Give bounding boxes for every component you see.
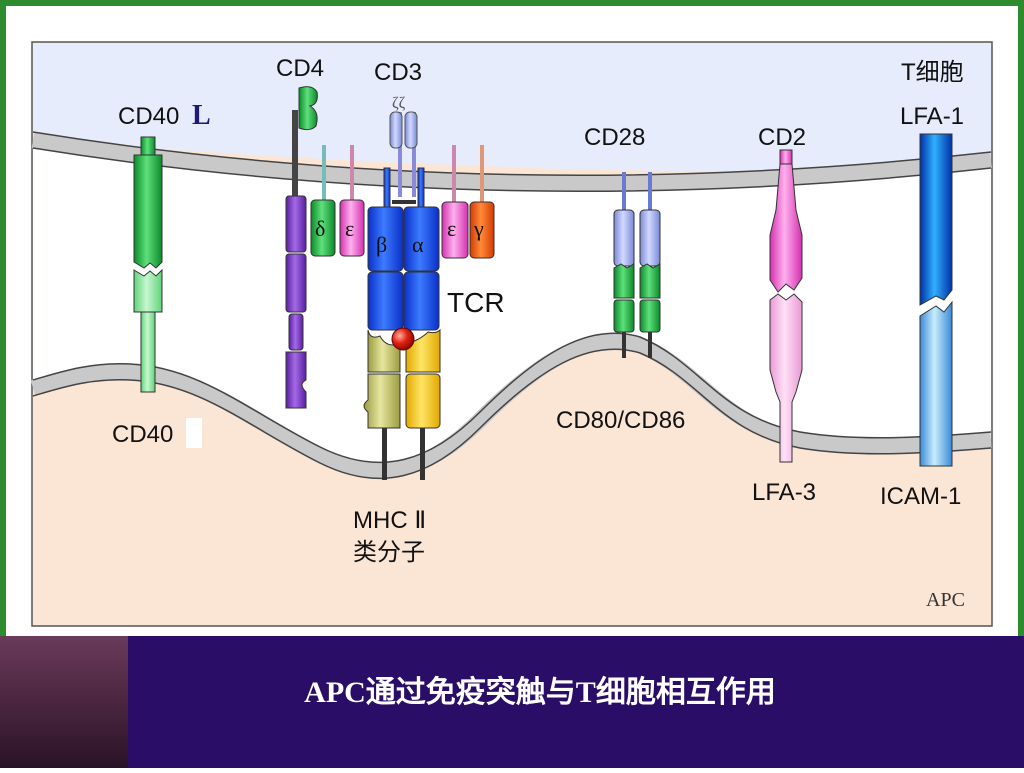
extracellular-space bbox=[33, 140, 991, 471]
t-cell-label: T细胞 bbox=[901, 59, 964, 86]
cd28-cd80-pair bbox=[613, 172, 661, 358]
banner bbox=[128, 636, 1024, 768]
apc-membrane bbox=[30, 332, 992, 480]
cd40l-cd40-pair bbox=[133, 136, 163, 393]
cd4-molecule bbox=[285, 86, 318, 409]
cd40-label: CD40 bbox=[112, 421, 173, 448]
apc-label: APC bbox=[926, 589, 965, 611]
lfa1-label: LFA-1 bbox=[900, 103, 964, 130]
cd80-cd86-label: CD80/CD86 bbox=[556, 407, 685, 434]
t-cell-membrane bbox=[31, 132, 992, 192]
cd3-label: CD3 bbox=[374, 59, 422, 86]
gamma-label: γ bbox=[473, 216, 484, 241]
cd2-label: CD2 bbox=[758, 124, 806, 151]
tcr-label: TCR bbox=[447, 287, 505, 318]
mhc-label-line2: 类分子 bbox=[353, 539, 425, 566]
epsilon-left-label: ε bbox=[345, 216, 354, 241]
cd3-epsilon-gamma-right bbox=[441, 145, 495, 259]
icam1-label: ICAM-1 bbox=[880, 483, 961, 510]
label-mask bbox=[186, 418, 202, 448]
t-cell-membrane-edge-bottom bbox=[32, 147, 992, 192]
cd4-label: CD4 bbox=[276, 55, 324, 82]
cd3-delta-epsilon-left bbox=[310, 145, 365, 257]
cd40l-suffix-label: L bbox=[192, 100, 211, 131]
epsilon-right-label: ε bbox=[447, 216, 456, 241]
banner-left-block bbox=[0, 636, 128, 768]
t-cell-membrane-edge-top bbox=[32, 131, 992, 176]
lfa3-label: LFA-3 bbox=[752, 479, 816, 506]
banner-title: APC通过免疫突触与T细胞相互作用 bbox=[304, 675, 776, 709]
beta-label: β bbox=[376, 232, 387, 257]
cd28-label: CD28 bbox=[584, 124, 645, 151]
alpha-label: α bbox=[412, 232, 424, 257]
mhc-class-ii bbox=[363, 327, 441, 480]
cd40l-label: CD40 bbox=[118, 103, 179, 130]
mhc-label-line1: MHC Ⅱ bbox=[353, 507, 426, 534]
cd2-lfa3-pair bbox=[769, 149, 803, 463]
delta-label: δ bbox=[315, 216, 325, 241]
t-cell-region bbox=[33, 43, 991, 172]
zeta-label: ζζ bbox=[392, 95, 406, 112]
tcr-alpha-beta bbox=[367, 111, 440, 331]
lfa1-icam1-pair bbox=[919, 133, 953, 467]
